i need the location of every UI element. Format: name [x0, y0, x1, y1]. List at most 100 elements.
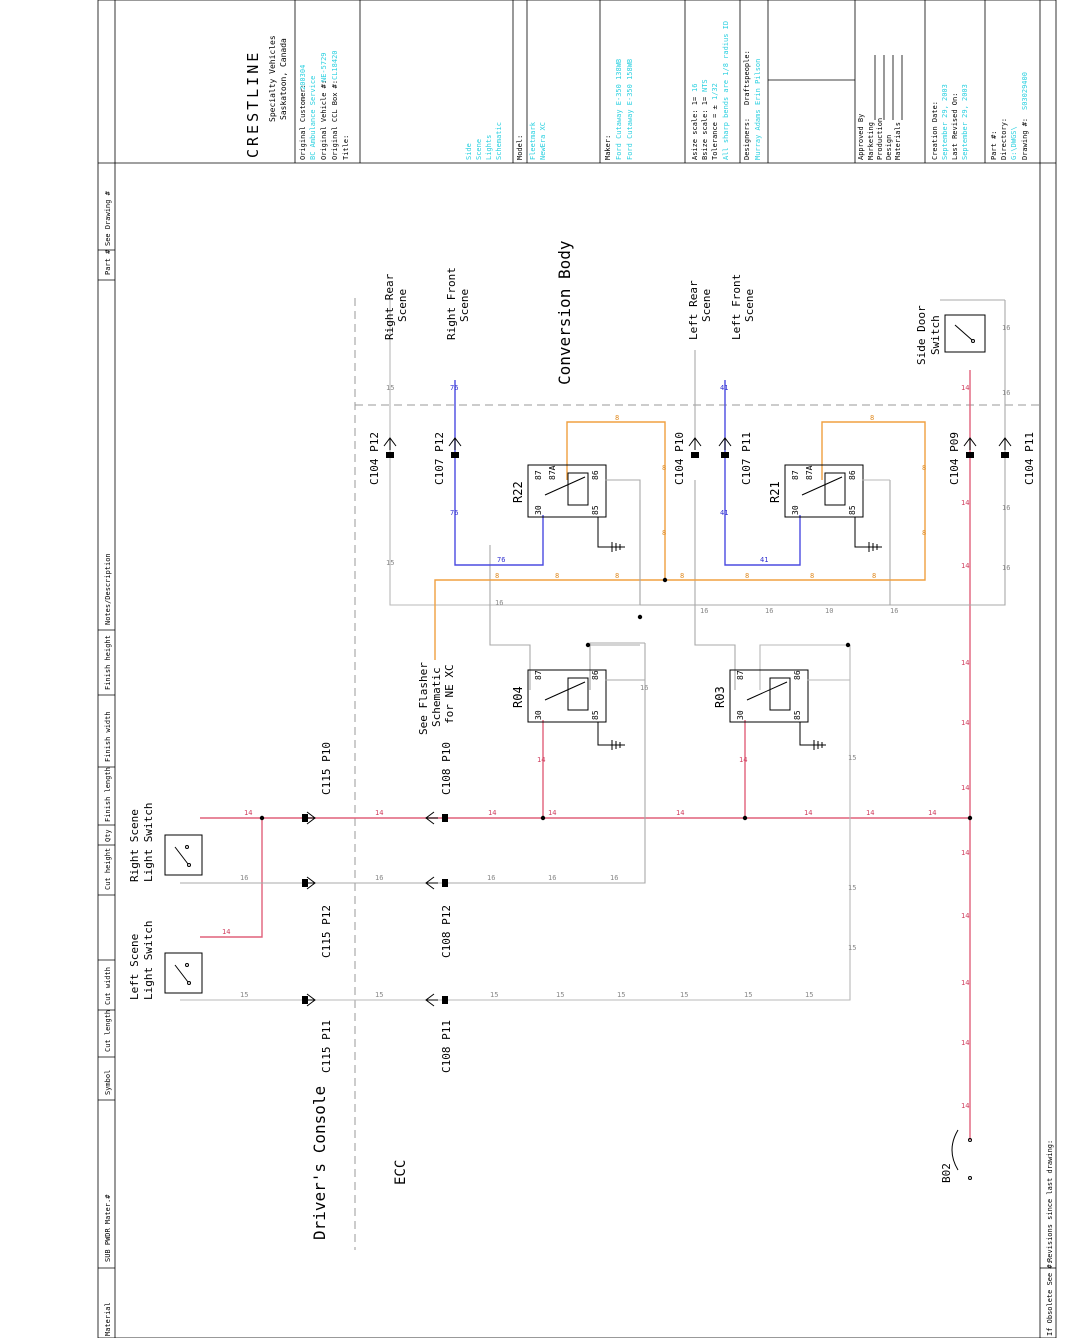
relay-r03: R03 30 87 85 86 — [713, 669, 826, 750]
right-scene-light-switch: Right Scene Light Switch — [128, 803, 203, 882]
svg-text:16: 16 — [1002, 504, 1010, 512]
label-left-rear-scene-1: Left Rear — [687, 280, 700, 340]
svg-text:15: 15 — [375, 991, 383, 999]
directory-label: Directory: — [1000, 118, 1008, 160]
svg-text:14: 14 — [961, 562, 969, 570]
label-right-front-scene-1: Right Front — [445, 267, 458, 340]
svg-text:14: 14 — [676, 809, 684, 817]
svg-text:16: 16 — [700, 607, 708, 615]
title-line-3: Lights — [485, 135, 493, 160]
connector-c107-p11: C107 P11 — [718, 432, 753, 485]
svg-text:C108 P11: C108 P11 — [440, 1020, 453, 1073]
svg-text:14: 14 — [961, 719, 969, 727]
connectors: C115 P11 C115 P12 C115 P10 C108 P11 C108… — [302, 432, 1036, 1073]
drawing-frame — [97, 0, 1057, 1338]
svg-text:Right Scene: Right Scene — [128, 809, 141, 882]
revised-value: September 29, 2003 — [961, 84, 969, 160]
company-sub1: Specialty Vehicles — [268, 35, 277, 122]
svg-text:C104 P12: C104 P12 — [368, 432, 381, 485]
svg-text:14: 14 — [804, 809, 812, 817]
svg-text:8: 8 — [555, 572, 559, 580]
svg-text:15: 15 — [680, 991, 688, 999]
svg-text:86: 86 — [591, 670, 600, 680]
header-finish-length: Finish length — [104, 767, 112, 822]
svg-text:15: 15 — [744, 991, 752, 999]
connector-c104-p12: C104 P12 — [368, 432, 397, 485]
relay-86-feeds — [605, 479, 890, 681]
svg-text:14: 14 — [928, 809, 936, 817]
wire-8: 8 8 8 8 8 8 8 8 8 8 8 8 8 — [434, 414, 926, 660]
connector-c104-p09: C104 P09 — [948, 432, 977, 485]
svg-text:Light Switch: Light Switch — [142, 921, 155, 1000]
bsize-value: NTS — [701, 79, 709, 92]
designers-label: Designers: — [743, 118, 751, 160]
svg-text:8: 8 — [922, 464, 926, 472]
label-left-front-scene-1: Left Front — [730, 274, 743, 340]
svg-text:16: 16 — [1002, 564, 1010, 572]
maker-label: Maker: — [604, 135, 612, 160]
svg-text:15: 15 — [556, 991, 564, 999]
label-left-rear-scene-2: Scene — [700, 289, 713, 322]
scene-feed-lines — [389, 299, 1005, 440]
part-label: Part #: — [990, 130, 998, 160]
model-value-1: Fleetmark — [529, 121, 537, 160]
svg-text:14: 14 — [961, 1039, 969, 1047]
svg-text:14: 14 — [739, 756, 747, 764]
svg-text:15: 15 — [848, 754, 856, 762]
designer-name: Murray Adams — [754, 109, 762, 160]
header-symbol: Symbol — [104, 1070, 112, 1095]
svg-text:87A: 87A — [548, 465, 557, 480]
drawing-value: S03029400 — [1021, 72, 1029, 110]
relay-r21: R21 30 87 87A 85 86 — [768, 464, 882, 552]
svg-text:C115 P11: C115 P11 — [320, 1020, 333, 1073]
svg-text:14: 14 — [961, 979, 969, 987]
svg-text:30: 30 — [791, 505, 800, 515]
connector-c104-p11: C104 P11 — [998, 432, 1036, 485]
orig-customer-value2: BC Ambulance Service — [309, 76, 317, 160]
model-label: Model: — [516, 135, 524, 160]
connector-c108-p11: C108 P11 — [425, 993, 453, 1073]
svg-text:87A: 87A — [805, 465, 814, 480]
orig-customer-label: Original Customer: — [299, 84, 307, 160]
svg-text:R04: R04 — [511, 686, 525, 708]
svg-text:16: 16 — [375, 874, 383, 882]
asize-label: Asize scale: 1= — [691, 97, 699, 160]
svg-text:8: 8 — [495, 572, 499, 580]
svg-text:14: 14 — [375, 809, 383, 817]
relay-lower-wiring — [489, 480, 891, 690]
svg-text:41: 41 — [760, 556, 768, 564]
bends-note: All sharp bends are 1/8 radius ID — [722, 21, 730, 160]
svg-text:14: 14 — [961, 912, 969, 920]
svg-text:15: 15 — [490, 991, 498, 999]
relay-r04: R04 30 87 85 86 — [511, 669, 625, 750]
svg-text:Schematic: Schematic — [430, 667, 443, 727]
svg-text:C104 P11: C104 P11 — [1023, 432, 1036, 485]
svg-text:87: 87 — [791, 470, 800, 480]
connector-c115-p11: C115 P11 — [302, 993, 333, 1073]
connector-c115-p12: C115 P12 — [302, 876, 333, 958]
svg-text:8: 8 — [745, 572, 749, 580]
svg-text:C107 P11: C107 P11 — [740, 432, 753, 485]
svg-text:16: 16 — [1002, 324, 1010, 332]
svg-text:76: 76 — [450, 384, 458, 392]
svg-text:8: 8 — [680, 572, 684, 580]
bsize-label: Bsize scale: 1= — [701, 97, 709, 160]
footer-revisions: Revisions since last drawing: — [1046, 1140, 1054, 1262]
left-scene-light-switch: Left Scene Light Switch — [128, 921, 203, 1000]
company-sub2: Saskatoon, Canada — [279, 38, 288, 120]
svg-text:R22: R22 — [511, 481, 525, 503]
approver-marketing: Marketing — [867, 122, 875, 160]
svg-text:15: 15 — [240, 991, 248, 999]
title-block: CRESTLINE Specialty Vehicles Saskatoon, … — [244, 0, 1029, 163]
footer-row: If Obsolete See #: Revisions since last … — [1040, 1140, 1056, 1336]
header-cut-length: Cut length — [104, 1010, 112, 1052]
svg-text:R21: R21 — [768, 481, 782, 503]
creation-value: September 29, 2003 — [941, 84, 949, 160]
svg-text:87: 87 — [534, 470, 543, 480]
svg-text:8: 8 — [872, 572, 876, 580]
svg-text:8: 8 — [870, 414, 874, 422]
svg-text:85: 85 — [793, 710, 802, 720]
header-cut-height: Cut height — [104, 848, 112, 890]
svg-text:76: 76 — [450, 509, 458, 517]
